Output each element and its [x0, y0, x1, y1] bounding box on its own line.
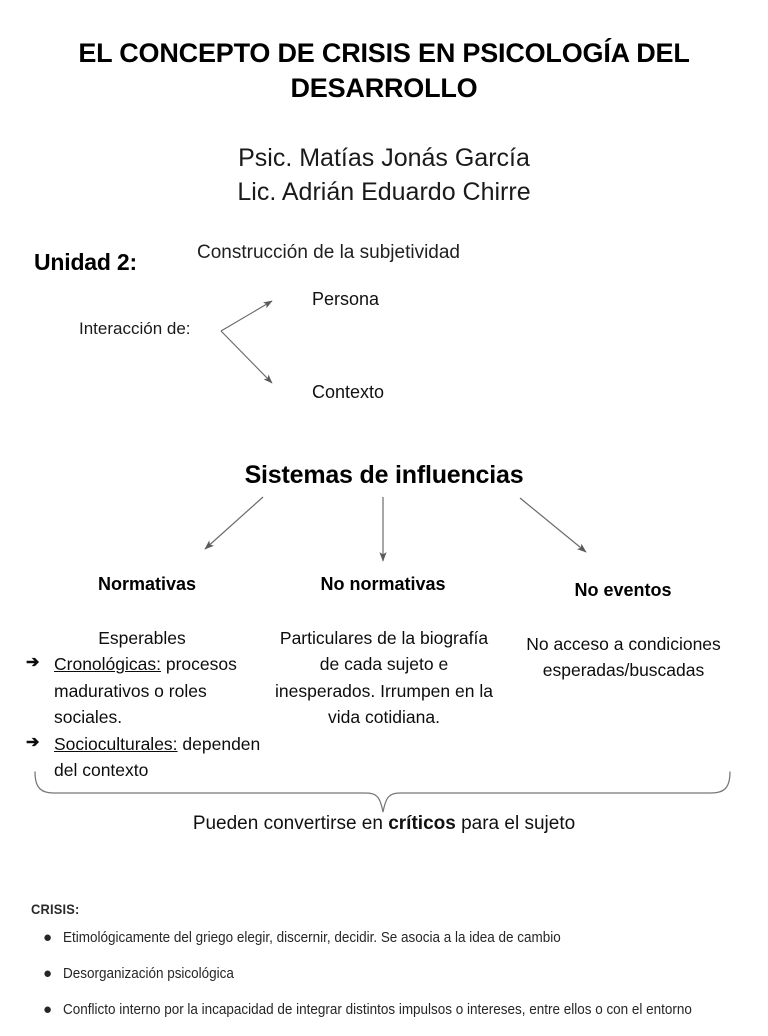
page-title: EL CONCEPTO DE CRISIS EN PSICOLOGÍA DEL …	[78, 38, 690, 103]
column-header-normativas: Normativas	[97, 574, 197, 594]
normativas-term-socioculturales: Socioculturales:	[54, 733, 178, 754]
author-line-1: Psic. Matías Jonás García	[238, 144, 530, 172]
normativas-intro: Esperables	[98, 628, 186, 648]
interaction-arrow-persona	[220, 300, 273, 332]
bullet-icon: ●	[43, 929, 53, 946]
normativas-text-cronologicas: procesos madurativos o roles sociales.	[54, 654, 237, 728]
crisis-item-text: Etimológicamente del griego elegir, disc…	[63, 930, 561, 946]
normativas-item-cronologicas: ➔ Cronológicas: procesos madurativos o ro…	[22, 651, 270, 730]
brace-caption: Pueden convertirse en críticos para el s…	[28, 813, 740, 835]
column-body-normativas: Esperables ➔ Cronológicas: procesos madur…	[22, 625, 270, 784]
author-line-2: Lic. Adrián Eduardo Chirre	[237, 178, 531, 207]
brace-caption-emphasis: críticos	[388, 813, 456, 834]
brace-caption-before: Pueden convertirse en	[192, 813, 389, 834]
list-item: ● Desorganización psicológica	[31, 964, 747, 985]
crisis-heading: CRISIS:	[31, 901, 80, 917]
systems-heading: Sistemas de influencias	[244, 461, 524, 489]
crisis-item-text: Conflicto interno por la incapacidad de …	[63, 1002, 692, 1019]
interaction-source-label: Interacción de:	[79, 319, 191, 338]
interaction-arrow-contexto	[220, 330, 273, 384]
list-item: ● Conflicto interno por la incapacidad de…	[31, 1000, 747, 1021]
unit-topic: Construcción de la subjetividad	[197, 242, 460, 263]
interaction-target-contexto: Contexto	[312, 382, 385, 402]
column-body-no-normativas: Particulares de la biografía de cada suj…	[275, 628, 493, 728]
arrow-bullet-icon: ➔	[26, 654, 40, 672]
crisis-item-text: Desorganización psicológica	[63, 966, 234, 983]
list-item: ● Etimológicamente del griego elegir, dis…	[31, 928, 747, 949]
interaction-target-persona: Persona	[312, 289, 380, 309]
normativas-item-socioculturales: ➔Socioculturales: dependen del contexto	[22, 731, 270, 784]
column-header-no-eventos: No eventos	[574, 580, 672, 600]
systems-arrow-left	[204, 496, 264, 550]
crisis-list: ● Etimológicamente del griego elegir, dis…	[31, 928, 747, 1036]
column-body-no-eventos: No acceso a condiciones esperadas/buscad…	[526, 634, 721, 681]
normativas-term-cronologicas: Cronológicas:	[54, 654, 161, 675]
column-header-no-normativas: No normativas	[320, 574, 446, 594]
bullet-icon: ●	[43, 965, 53, 983]
brace-caption-after: para el sujeto	[455, 813, 576, 834]
bullet-icon: ●	[43, 1001, 53, 1019]
systems-arrow-right	[519, 497, 587, 553]
authors-block: Psic. Matías Jonás García Lic. Adrián Ed…	[28, 141, 740, 210]
unit-label: Unidad 2:	[34, 249, 137, 275]
arrow-bullet-icon: ➔	[26, 733, 40, 751]
